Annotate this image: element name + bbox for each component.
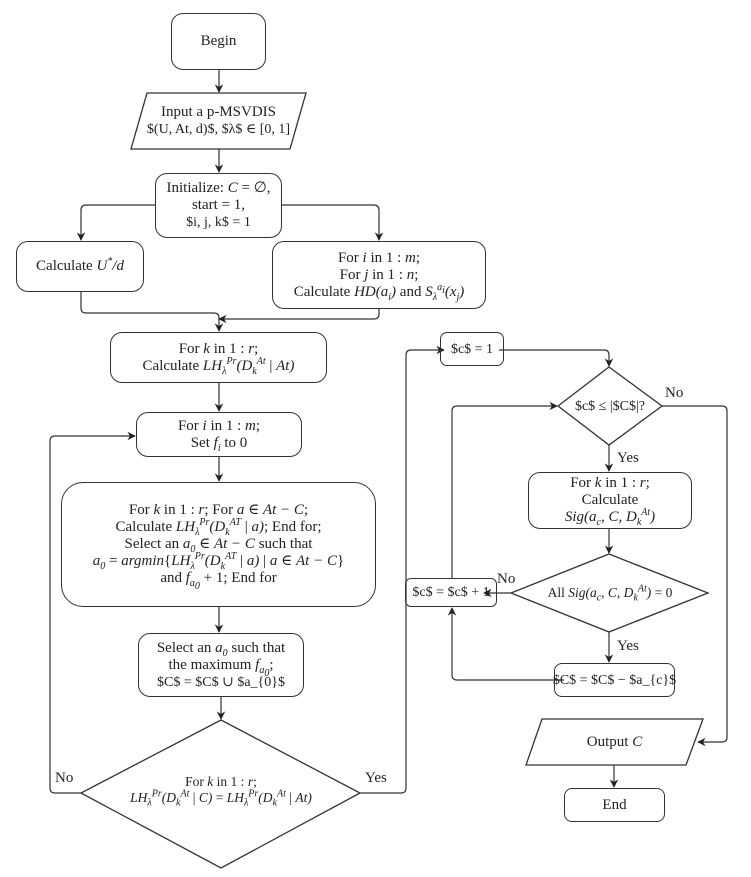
node-text-line: End (602, 796, 627, 813)
node-text-line: Begin (200, 33, 237, 49)
edge-forij-lh (218, 309, 380, 324)
node-text-line: Input a p-MSVDIS (161, 104, 276, 120)
node-text-line: For j in 1 : n; (339, 266, 419, 283)
all-sig-yes-label: Yes (617, 638, 639, 654)
node-text-line: Output C (586, 733, 643, 750)
argmin-node: For k in 1 : r; For a ∈ At − C;Calculate… (61, 482, 376, 607)
node-text-line: Calculate U*/d (36, 256, 124, 275)
node-text-line: Calculate (581, 492, 639, 508)
remove-node: $C$ = $C$ − $a_{c}$ (552, 663, 677, 697)
node-text-line: the maximum fa0; (168, 656, 274, 679)
c-increment-node: $c$ = $c$ + 1 (405, 578, 497, 607)
edge-check-no-loop (49, 431, 136, 794)
node-text-line: For i in 1 : m; (337, 249, 421, 266)
edge-init-forij (282, 204, 384, 241)
check-equal-no-label: No (55, 770, 74, 786)
all-sig-node: All Sig(ac, C, DkAt) = 0 (530, 575, 690, 611)
node-text-line: Sig(ac, C, DkAt) (564, 507, 656, 528)
edge-cinc-ccheck (451, 401, 558, 578)
edge-ccheck-no (662, 405, 728, 747)
node-text-line: Set fi to 0 (190, 434, 248, 454)
node-text-line: start = 1, (191, 197, 246, 213)
node-text-line: and fa0 + 1; End for (160, 570, 277, 592)
check-equal-yes-label: Yes (365, 770, 387, 786)
node-text-line: All Sig(ac, C, DkAt) = 0 (547, 583, 673, 604)
check-equal-node: For k in 1 : r;LHλPr(DkAt | C) = LHλPr(D… (101, 760, 341, 820)
edge-check-yes (360, 345, 445, 794)
all-sig-no-label: No (497, 571, 516, 587)
node-text-line: Calculate HD(ai) and Sλai(xj) (293, 281, 465, 303)
node-text-line: Select an a0 ∈ At − C such that (124, 536, 313, 555)
node-text-line: Calculate LHλPr(DkAT | a); End for; (115, 517, 322, 538)
node-text-line: $(U, At, d)$, $λ$ ∈ [0, 1] (146, 122, 291, 137)
for-k-lh-node: For k in 1 : r;Calculate LHλPr(DkAt | At… (110, 332, 327, 383)
node-text-line: LHλPr(DkAt | C) = LHλPr(DkAt | At) (130, 788, 312, 809)
input-parallelogram (130, 92, 307, 150)
node-text-line: $C$ = $C$ − $a_{c}$ (552, 672, 677, 688)
edge-calcu-lh (80, 292, 224, 332)
set-f-node: For i in 1 : m;Set fi to 0 (136, 412, 302, 457)
node-text-line: $c$ = $c$ + 1 (412, 585, 490, 600)
calculate-u-node: Calculate U*/d (16, 241, 144, 292)
c-check-yes-label: Yes (617, 450, 639, 466)
check-equal-diamond (79, 719, 362, 869)
edge-remove-cinc (447, 607, 564, 681)
node-text-line: For i in 1 : m; (177, 417, 261, 434)
output-parallelogram (525, 718, 704, 766)
begin-node: Begin (171, 13, 266, 70)
node-text-line: For k in 1 : r; (570, 475, 650, 491)
initialize-node: Initialize: C = ∅,start = 1, $i, j, k$ = … (155, 173, 282, 238)
node-text-line: Select an a0 such that (156, 639, 286, 659)
node-text-line: $C$ = $C$ ∪ $a_{0}$ (157, 674, 285, 690)
output-node: Output C (526, 719, 703, 765)
c-init-node: $c$ = 1 (440, 332, 504, 366)
node-text-line: For k in 1 : r; (185, 774, 257, 789)
edge-init-calcu (76, 204, 155, 241)
for-i-j-node: For i in 1 : m;For j in 1 : n;Calculate … (272, 241, 486, 309)
node-text-line: Calculate LHλPr(DkAt | At) (142, 355, 295, 377)
node-text-line: For k in 1 : r; For a ∈ At − C; (128, 502, 309, 518)
node-text-line: For k in 1 : r; (178, 340, 259, 357)
input-node: Input a p-MSVDIS $(U, At, d)$, $λ$ ∈ [0, … (131, 93, 306, 149)
end-node: End (564, 788, 665, 822)
node-text-line: $i, j, k$ = 1 (186, 215, 251, 230)
node-text-line: Initialize: C = ∅, (166, 180, 271, 196)
edge-cinit-ccheck (499, 349, 614, 367)
c-check-no-label: No (665, 385, 684, 401)
node-text-line: $c$ = 1 (450, 341, 494, 357)
node-text-line: $c$ ≤ |$C$|? (574, 398, 646, 414)
node-text-line: a0 = argmin{LHλPr(DkAT | a) | a ∈ At − C… (92, 551, 345, 572)
c-check-node: $c$ ≤ |$C$|? (548, 367, 672, 445)
